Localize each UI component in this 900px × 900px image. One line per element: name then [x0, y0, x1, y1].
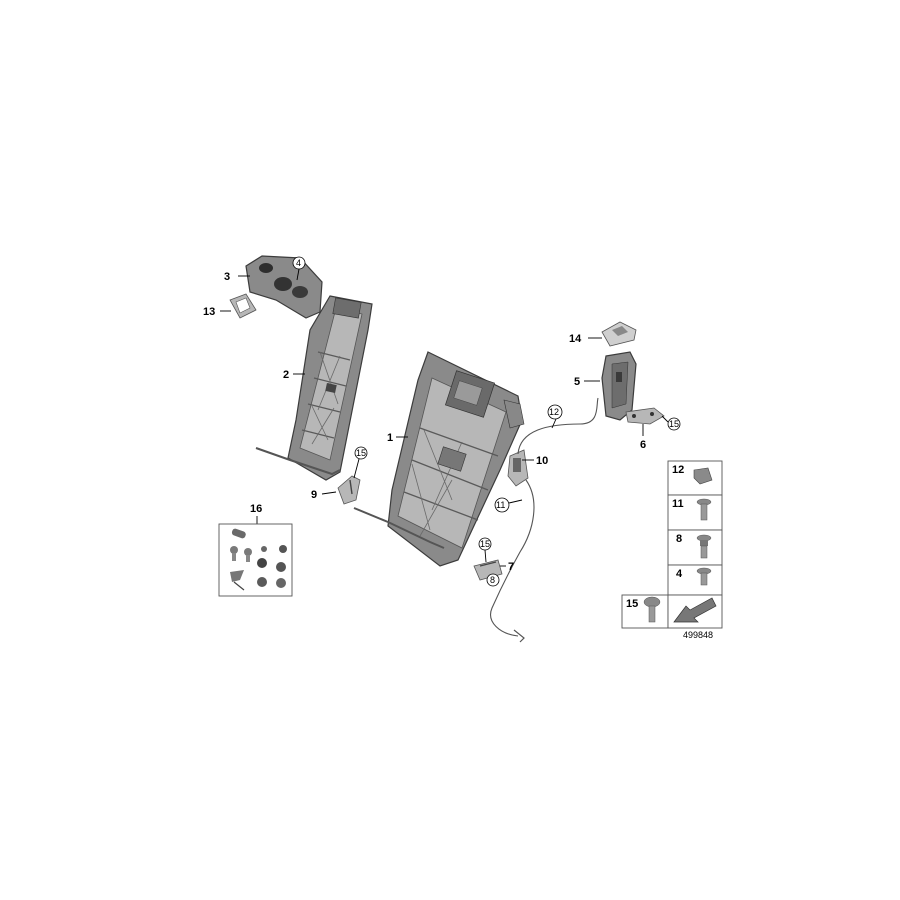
callout-15-b: 15: [480, 539, 490, 549]
cable-clip-icon: [693, 467, 713, 485]
legend-label-8: 8: [676, 533, 682, 545]
part-2-backrest-frame-narrow[interactable]: [255, 295, 373, 481]
callout-12: 12: [549, 407, 559, 417]
callout-circle-12: [547, 404, 563, 420]
legend-label-15: 15: [626, 598, 638, 610]
fastener-legend: 12 11 8 4 15: [621, 460, 723, 629]
callout-5: 5: [574, 376, 580, 388]
legend-label-4: 4: [676, 568, 683, 580]
callout-circle-15-c: [667, 417, 681, 431]
leader-15-c: [661, 415, 669, 423]
callout-circle-8: [486, 573, 500, 587]
callout-9: 9: [311, 489, 317, 501]
callout-circle-11: [494, 497, 510, 513]
callout-14: 14: [569, 333, 582, 345]
part-14-cover-cap[interactable]: [601, 321, 637, 347]
part-1-backrest-frame-wide[interactable]: [353, 351, 525, 567]
callout-1: 1: [387, 432, 393, 444]
callout-15-a: 15: [356, 448, 366, 458]
leader-4: [296, 268, 300, 281]
callout-7: 7: [508, 561, 514, 573]
part-10-release-lock[interactable]: [507, 449, 529, 487]
legend-cell-4: [667, 564, 723, 596]
leader-15-b: [484, 549, 487, 563]
direction-arrow-icon: [673, 597, 717, 623]
callout-15-c: 15: [669, 419, 679, 429]
callout-13: 13: [203, 306, 215, 318]
leader-9: [321, 491, 337, 495]
callout-6: 6: [640, 439, 646, 451]
diagram-number: 499848: [683, 630, 713, 640]
legend-label-12: 12: [672, 464, 684, 476]
leader-15-a: [353, 458, 360, 479]
part-6-linkage[interactable]: [625, 407, 665, 425]
callout-4: 4: [296, 258, 301, 268]
part-3-trim-cover[interactable]: [245, 255, 323, 319]
part-13-bezel[interactable]: [229, 293, 257, 319]
release-cable[interactable]: [490, 479, 535, 637]
callout-3: 3: [224, 271, 230, 283]
callout-8: 8: [490, 575, 495, 585]
legend-cell-8: [667, 529, 723, 566]
callout-10: 10: [536, 455, 548, 467]
callout-2: 2: [283, 369, 289, 381]
callout-11: 11: [496, 500, 505, 510]
callout-circle-15-a: [354, 446, 368, 460]
callout-16: 16: [250, 503, 262, 515]
part-16-small-parts-kit[interactable]: [218, 523, 293, 597]
legend-label-11: 11: [672, 498, 684, 510]
leader-12: [551, 418, 557, 429]
part-5-release-housing[interactable]: [601, 351, 637, 421]
leader-11: [508, 499, 523, 504]
bolt-icon-15: [643, 596, 661, 608]
cable-12[interactable]: [517, 397, 599, 455]
part-9-hinge-bracket[interactable]: [337, 475, 361, 505]
